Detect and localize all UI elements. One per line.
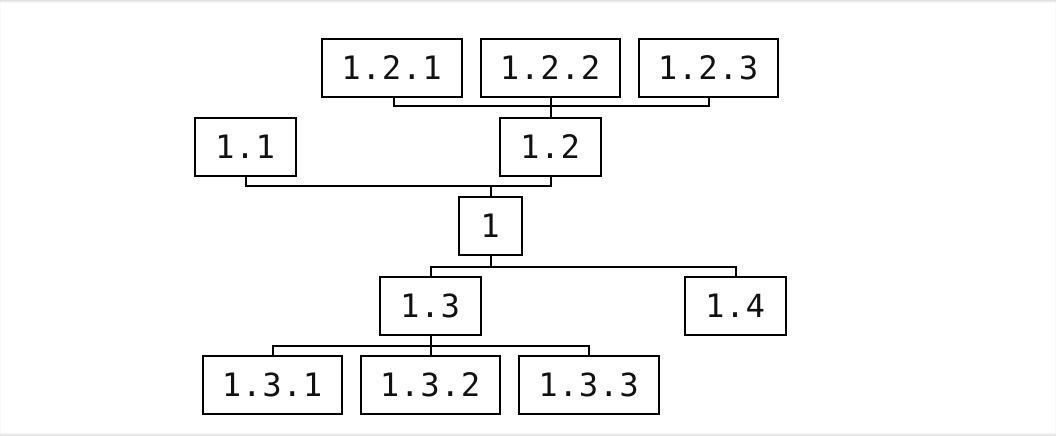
node-1-3-3: 1.3.3	[518, 355, 660, 415]
node-1-2-3: 1.2.3	[638, 38, 779, 98]
node-1-3-1: 1.3.1	[202, 355, 343, 415]
node-1-root: 1	[458, 196, 523, 256]
node-1-4: 1.4	[684, 276, 787, 336]
node-1-2-2: 1.2.2	[480, 38, 621, 98]
node-1-1: 1.1	[194, 117, 297, 177]
node-1-2-1: 1.2.1	[321, 38, 463, 98]
node-1-3-2: 1.3.2	[360, 355, 501, 415]
node-1-2: 1.2	[499, 117, 602, 177]
node-1-3: 1.3	[379, 276, 482, 336]
